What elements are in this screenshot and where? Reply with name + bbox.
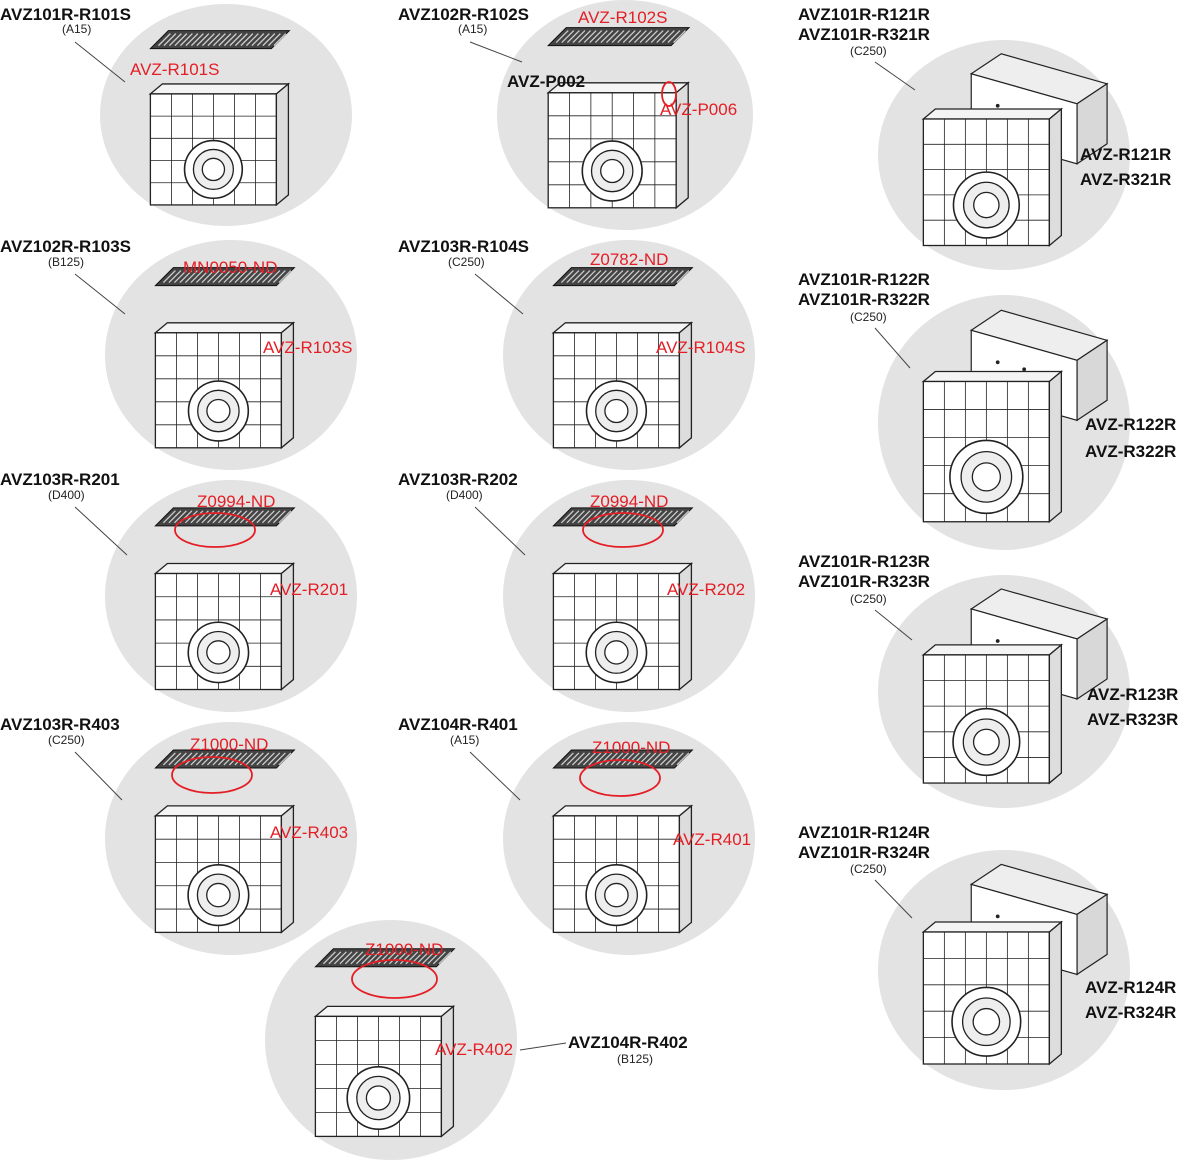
grate — [552, 267, 694, 287]
load-class-label: (C250) — [850, 592, 887, 606]
load-class-label: (A15) — [62, 22, 92, 36]
part-number-label: AVZ-R321R — [1080, 170, 1172, 189]
load-class-label: (C250) — [850, 310, 887, 324]
load-class-label: (D400) — [48, 488, 85, 502]
grate — [546, 27, 691, 47]
product-code: AVZ101R-R322R — [798, 290, 930, 309]
product-code: AVZ104R-R401 — [398, 715, 518, 734]
part-number-label: AVZ-R102S — [578, 8, 668, 27]
product-code-title: AVZ102R-R103S — [0, 237, 131, 257]
part-number-label: AVZ-R123R — [1087, 685, 1179, 704]
product-illustration — [921, 863, 1109, 1066]
product-code: AVZ101R-R122R — [798, 270, 930, 289]
part-number-label: AVZ-R201 — [270, 580, 349, 599]
product-illustration — [921, 53, 1109, 247]
drain-box-body — [153, 321, 296, 450]
product-illustration — [551, 749, 694, 934]
drain-box-body — [921, 920, 1064, 1066]
drain-box-body — [921, 370, 1064, 524]
load-class-label: (D400) — [446, 488, 483, 502]
part-number-label: AVZ-R121R — [1080, 145, 1172, 164]
product-code-title: AVZ104R-R401 — [398, 715, 518, 735]
part-number-label: AVZ-R403 — [270, 823, 349, 842]
product-code-title: AVZ103R-R202 — [398, 470, 518, 490]
drain-box-body — [921, 643, 1064, 785]
load-class-label: (B125) — [48, 255, 85, 269]
part-number-label: AVZ-R103S — [263, 338, 353, 357]
load-class-label: (B125) — [617, 1052, 654, 1066]
product-code: AVZ101R-R121R — [798, 5, 930, 24]
product-code: AVZ101R-R101S — [0, 5, 132, 24]
part-number-label: AVZ-R122R — [1085, 415, 1177, 434]
grate — [149, 30, 291, 50]
part-number-label: AVZ-R323R — [1087, 710, 1179, 729]
drain-box-body — [921, 107, 1064, 247]
drain-box-body — [153, 804, 296, 934]
load-class-label: (C250) — [48, 733, 85, 747]
part-number-label: AVZ-R202 — [667, 580, 746, 599]
part-number-label: AVZ-R324R — [1085, 1003, 1177, 1022]
load-class-label: (C250) — [448, 255, 485, 269]
product-code: AVZ103R-R202 — [398, 470, 518, 489]
product-code: AVZ103R-R104S — [398, 237, 530, 256]
part-number-label: AVZ-P006 — [660, 100, 738, 119]
product-illustration — [313, 948, 456, 1138]
product-code-title: AVZ103R-R403 — [0, 715, 120, 735]
load-class-label: (A15) — [450, 733, 480, 747]
product-code: AVZ101R-R124R — [798, 823, 930, 842]
product-code: AVZ101R-R324R — [798, 843, 930, 862]
product-illustration — [153, 749, 296, 934]
part-number-label: Z0782-ND — [590, 250, 669, 269]
load-class-label: (C250) — [850, 44, 887, 58]
drain-box-body — [551, 562, 694, 691]
product-code: AVZ101R-R321R — [798, 25, 930, 44]
product-code-title: AVZ102R-R102S — [398, 5, 529, 25]
product-code-title: AVZ103R-R104S — [398, 237, 529, 257]
product-illustration — [546, 27, 691, 210]
part-number-label: AVZ-R101S — [130, 60, 220, 79]
part-number-label: Z1000-ND — [190, 735, 269, 754]
load-class-label: (C250) — [850, 862, 887, 876]
product-code: AVZ103R-R403 — [0, 715, 120, 734]
product-code: AVZ102R-R103S — [0, 237, 132, 256]
grate — [154, 267, 296, 287]
part-number-label: AVZ-R402 — [435, 1040, 514, 1059]
part-number-label: Z1000-ND — [592, 738, 671, 757]
part-number-label: Z0994-ND — [197, 492, 276, 511]
part-number-label: Z0994-ND — [590, 492, 669, 511]
part-number-label: AVZ-P002 — [507, 72, 586, 91]
product-illustration — [551, 267, 694, 450]
part-number-label: MN0050-ND — [183, 258, 278, 277]
drain-box-body — [153, 562, 296, 691]
product-code: AVZ104R-R402 — [568, 1033, 688, 1052]
part-number-label: AVZ-R124R — [1085, 978, 1177, 997]
product-code-title: AVZ104R-R402 — [568, 1033, 688, 1053]
part-number-label: AVZ-R322R — [1085, 442, 1177, 461]
product-illustration — [921, 309, 1109, 524]
product-code: AVZ101R-R123R — [798, 552, 930, 571]
product-code-title: AVZ101R-R101S — [0, 5, 131, 25]
part-number-label: AVZ-R104S — [656, 338, 746, 357]
part-number-label: AVZ-R401 — [673, 830, 752, 849]
drain-box-body — [313, 1005, 456, 1138]
load-class-label: (A15) — [458, 22, 488, 36]
drain-box-body — [551, 321, 694, 450]
product-illustration — [921, 588, 1109, 785]
product-code: AVZ102R-R102S — [398, 5, 530, 24]
drain-box-body — [148, 82, 291, 207]
part-number-label: Z1000-ND — [365, 940, 444, 959]
product-code: AVZ103R-R201 — [0, 470, 120, 489]
drain-box-body — [551, 804, 694, 934]
product-illustration — [148, 30, 291, 207]
product-code-title: AVZ103R-R201 — [0, 470, 120, 490]
leader-line — [519, 1042, 567, 1051]
product-illustration — [153, 267, 296, 450]
product-code: AVZ101R-R323R — [798, 572, 930, 591]
drain-box-body — [546, 81, 690, 210]
